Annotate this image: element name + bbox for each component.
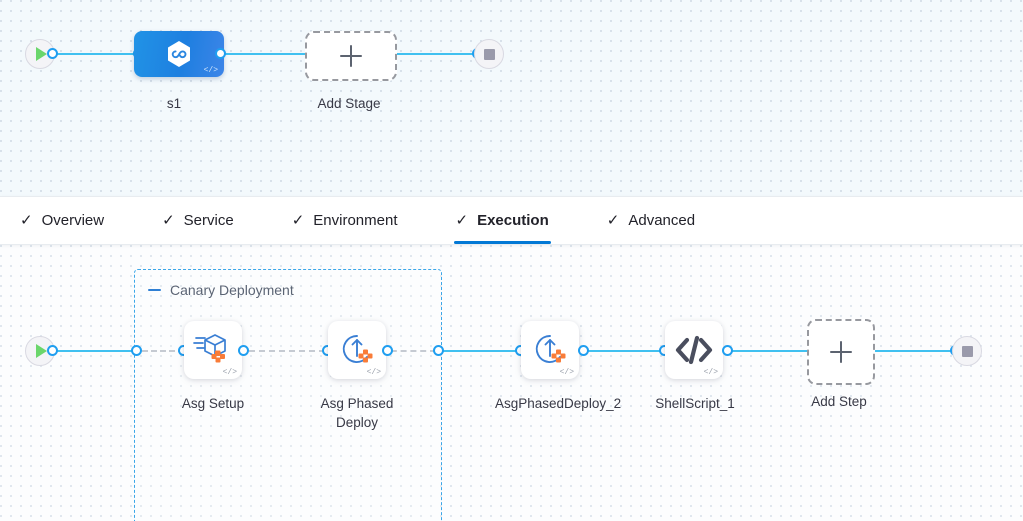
group-exit-port[interactable] [433, 345, 444, 356]
pipeline-stage-canvas[interactable]: </> s1 Add Stage [0, 0, 1023, 196]
active-tab-underline [453, 241, 551, 244]
plus-icon [830, 341, 852, 363]
step-code-badge: </> [559, 368, 574, 377]
minus-icon[interactable] [148, 288, 161, 292]
add-step-label: Add Step [811, 394, 867, 409]
asg-setup-output-port[interactable] [238, 345, 249, 356]
stage-output-port[interactable] [215, 48, 226, 59]
stage-label-s1: s1 [166, 96, 182, 111]
step-node-shellscript-1[interactable]: </> [665, 321, 723, 379]
group-title: Canary Deployment [170, 282, 294, 298]
tab-overview-label: Overview [41, 212, 105, 229]
stop-icon [961, 345, 973, 357]
execution-canvas[interactable]: Canary Deployment [0, 245, 1023, 521]
step-code-badge: </> [703, 368, 718, 377]
group-entry-port[interactable] [131, 345, 142, 356]
tab-service[interactable]: ✓ Service [162, 197, 256, 244]
add-stage-button[interactable] [305, 31, 397, 81]
harness-hexagon-icon [168, 41, 190, 67]
shell-script-code-icon [675, 335, 713, 365]
connector-step3-to-shellscript [588, 350, 666, 352]
step-label-asg-setup: Asg Setup [181, 396, 245, 411]
stop-icon [483, 48, 495, 60]
asg-phased-deploy-output-port[interactable] [382, 345, 393, 356]
tab-advanced[interactable]: ✓ Advanced [607, 197, 717, 244]
connector-asgsetup-to-phased-dash [189, 350, 325, 352]
asg-phased-deploy-icon [342, 335, 373, 363]
group-header-canary-deployment[interactable]: Canary Deployment [148, 282, 294, 298]
shellscript-1-output-port[interactable] [722, 345, 733, 356]
asg-phased-deploy-icon [535, 335, 566, 363]
execution-end-node[interactable] [952, 336, 982, 366]
step-label-asgphaseddeploy-2: AsgPhasedDeploy_2 [495, 396, 622, 411]
tab-advanced-label: Advanced [628, 212, 696, 229]
step-code-badge: </> [366, 368, 381, 377]
step-node-asgphaseddeploy-2[interactable]: </> [521, 321, 579, 379]
check-icon: ✓ [606, 212, 620, 229]
step-code-badge: </> [222, 368, 237, 377]
play-icon [36, 344, 47, 358]
check-icon: ✓ [162, 212, 175, 229]
step-node-asg-setup[interactable]: </> [184, 321, 242, 379]
tab-execution[interactable]: ✓ Execution [453, 197, 571, 244]
check-icon: ✓ [291, 212, 305, 229]
stage-config-tabs[interactable]: ✓ Overview ✓ Service ✓ Environment ✓ Exe… [0, 196, 1023, 245]
connector-addstep-to-end [872, 350, 956, 352]
connector-shellscript-to-addstep [729, 350, 809, 352]
tab-environment-label: Environment [313, 212, 398, 229]
step-node-asg-phased-deploy[interactable]: </> [328, 321, 386, 379]
play-icon [36, 47, 47, 61]
check-icon: ✓ [455, 212, 469, 229]
step-label-asg-phased-deploy: Asg Phased Deploy [320, 396, 394, 430]
connector-addstage-to-end [392, 53, 478, 55]
connector-stage-to-addstage [220, 53, 310, 55]
tab-service-label: Service [183, 212, 234, 229]
execution-start-output-port[interactable] [47, 345, 58, 356]
connector-start-to-group [52, 350, 138, 352]
connector-start-to-stage [52, 53, 138, 55]
pipeline-end-node[interactable] [474, 39, 504, 69]
add-stage-label: Add Stage [317, 96, 381, 111]
add-step-button[interactable] [807, 319, 875, 385]
stage-code-badge: </> [203, 66, 218, 75]
connector-group-entry-dash [142, 350, 184, 352]
tab-environment[interactable]: ✓ Environment [292, 197, 420, 244]
asg-setup-icon [193, 334, 226, 363]
tab-execution-label: Execution [477, 212, 549, 229]
asg-phased-deploy-2-output-port[interactable] [578, 345, 589, 356]
plus-icon [340, 45, 362, 67]
step-label-shellscript-1: ShellScript_1 [655, 396, 735, 411]
stage-node-s1[interactable]: </> [134, 31, 224, 77]
check-icon: ✓ [20, 212, 33, 229]
tab-overview[interactable]: ✓ Overview [20, 197, 126, 244]
connector-group-to-step3 [441, 350, 521, 352]
start-output-port[interactable] [47, 48, 58, 59]
step-group-canary-deployment[interactable] [134, 269, 442, 521]
